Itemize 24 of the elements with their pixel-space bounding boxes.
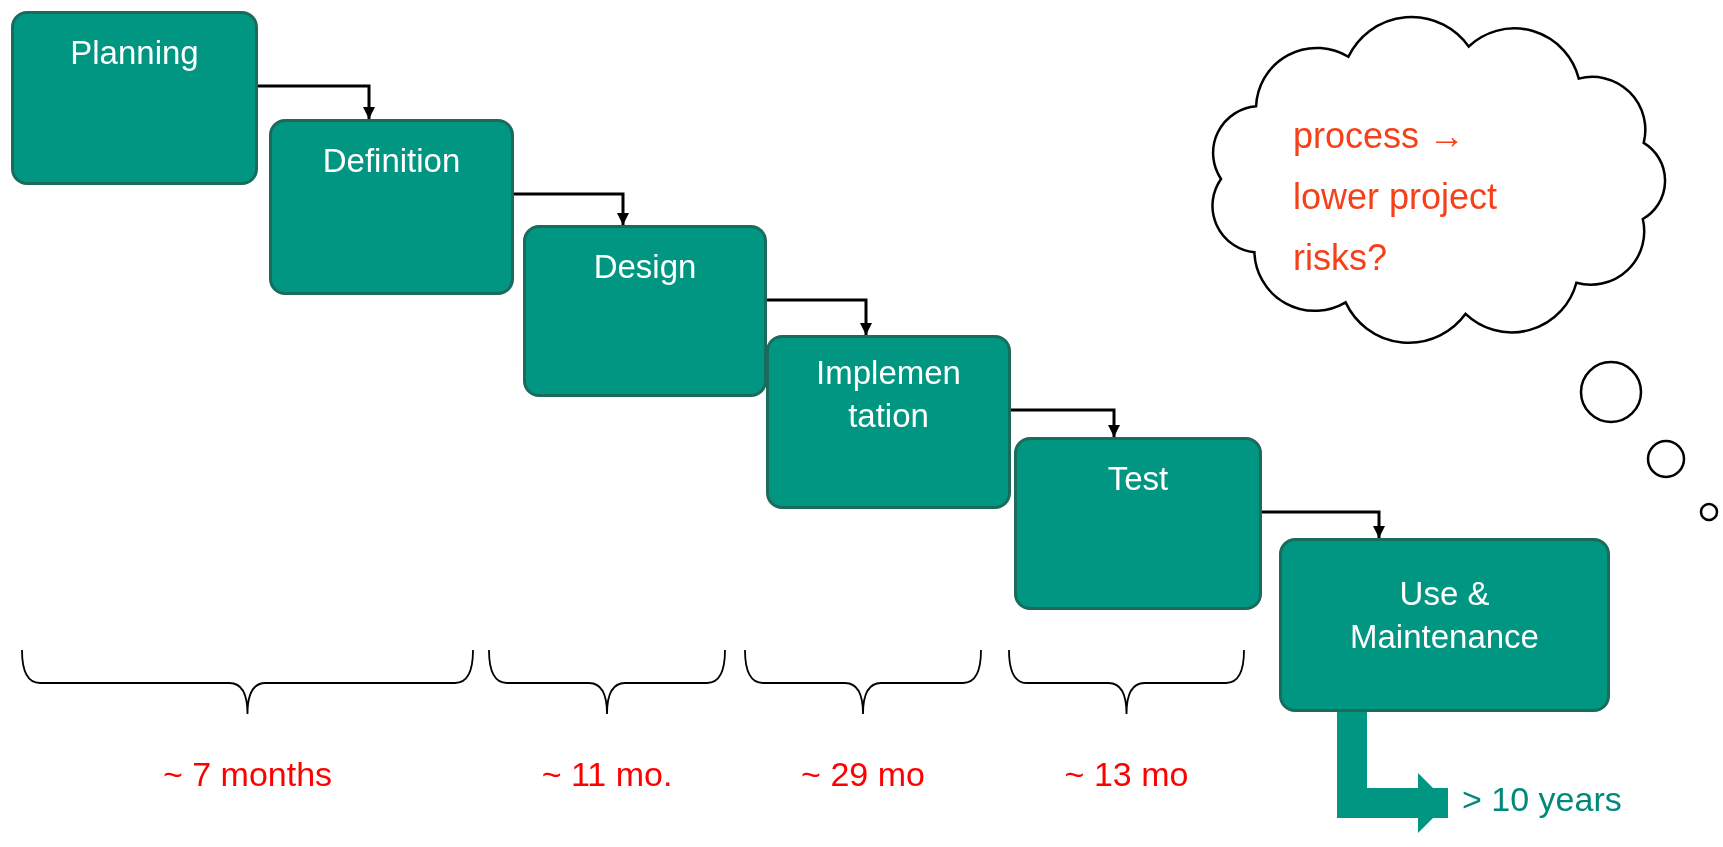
box-label: Definition (321, 141, 462, 181)
process-box (1014, 437, 1262, 610)
arrow (1262, 510, 1385, 538)
arrow (767, 298, 872, 335)
duration-label: ~ 7 months (162, 755, 333, 794)
block-arrow (1337, 712, 1448, 833)
box-label: Implemen tation (815, 353, 962, 436)
duration-note: > 10 years (1462, 780, 1622, 819)
arrow (258, 84, 375, 119)
process-box (1279, 538, 1610, 712)
arrow (1011, 408, 1120, 437)
thought-text: process → lower project risks? (1293, 114, 1499, 281)
duration-label: ~ 29 mo (801, 755, 925, 794)
process-box (523, 225, 767, 397)
duration-label: ~ 13 mo (1064, 755, 1189, 794)
duration-label: ~ 11 mo. (541, 755, 673, 794)
process-box (269, 119, 514, 295)
arrow (514, 192, 629, 225)
box-label: Planning (69, 33, 200, 73)
box-label: Use & Maintenance (1349, 574, 1540, 657)
process-box (766, 335, 1011, 509)
box-label: Design (592, 247, 698, 287)
process-box (11, 11, 258, 185)
box-label: Test (1106, 459, 1170, 499)
